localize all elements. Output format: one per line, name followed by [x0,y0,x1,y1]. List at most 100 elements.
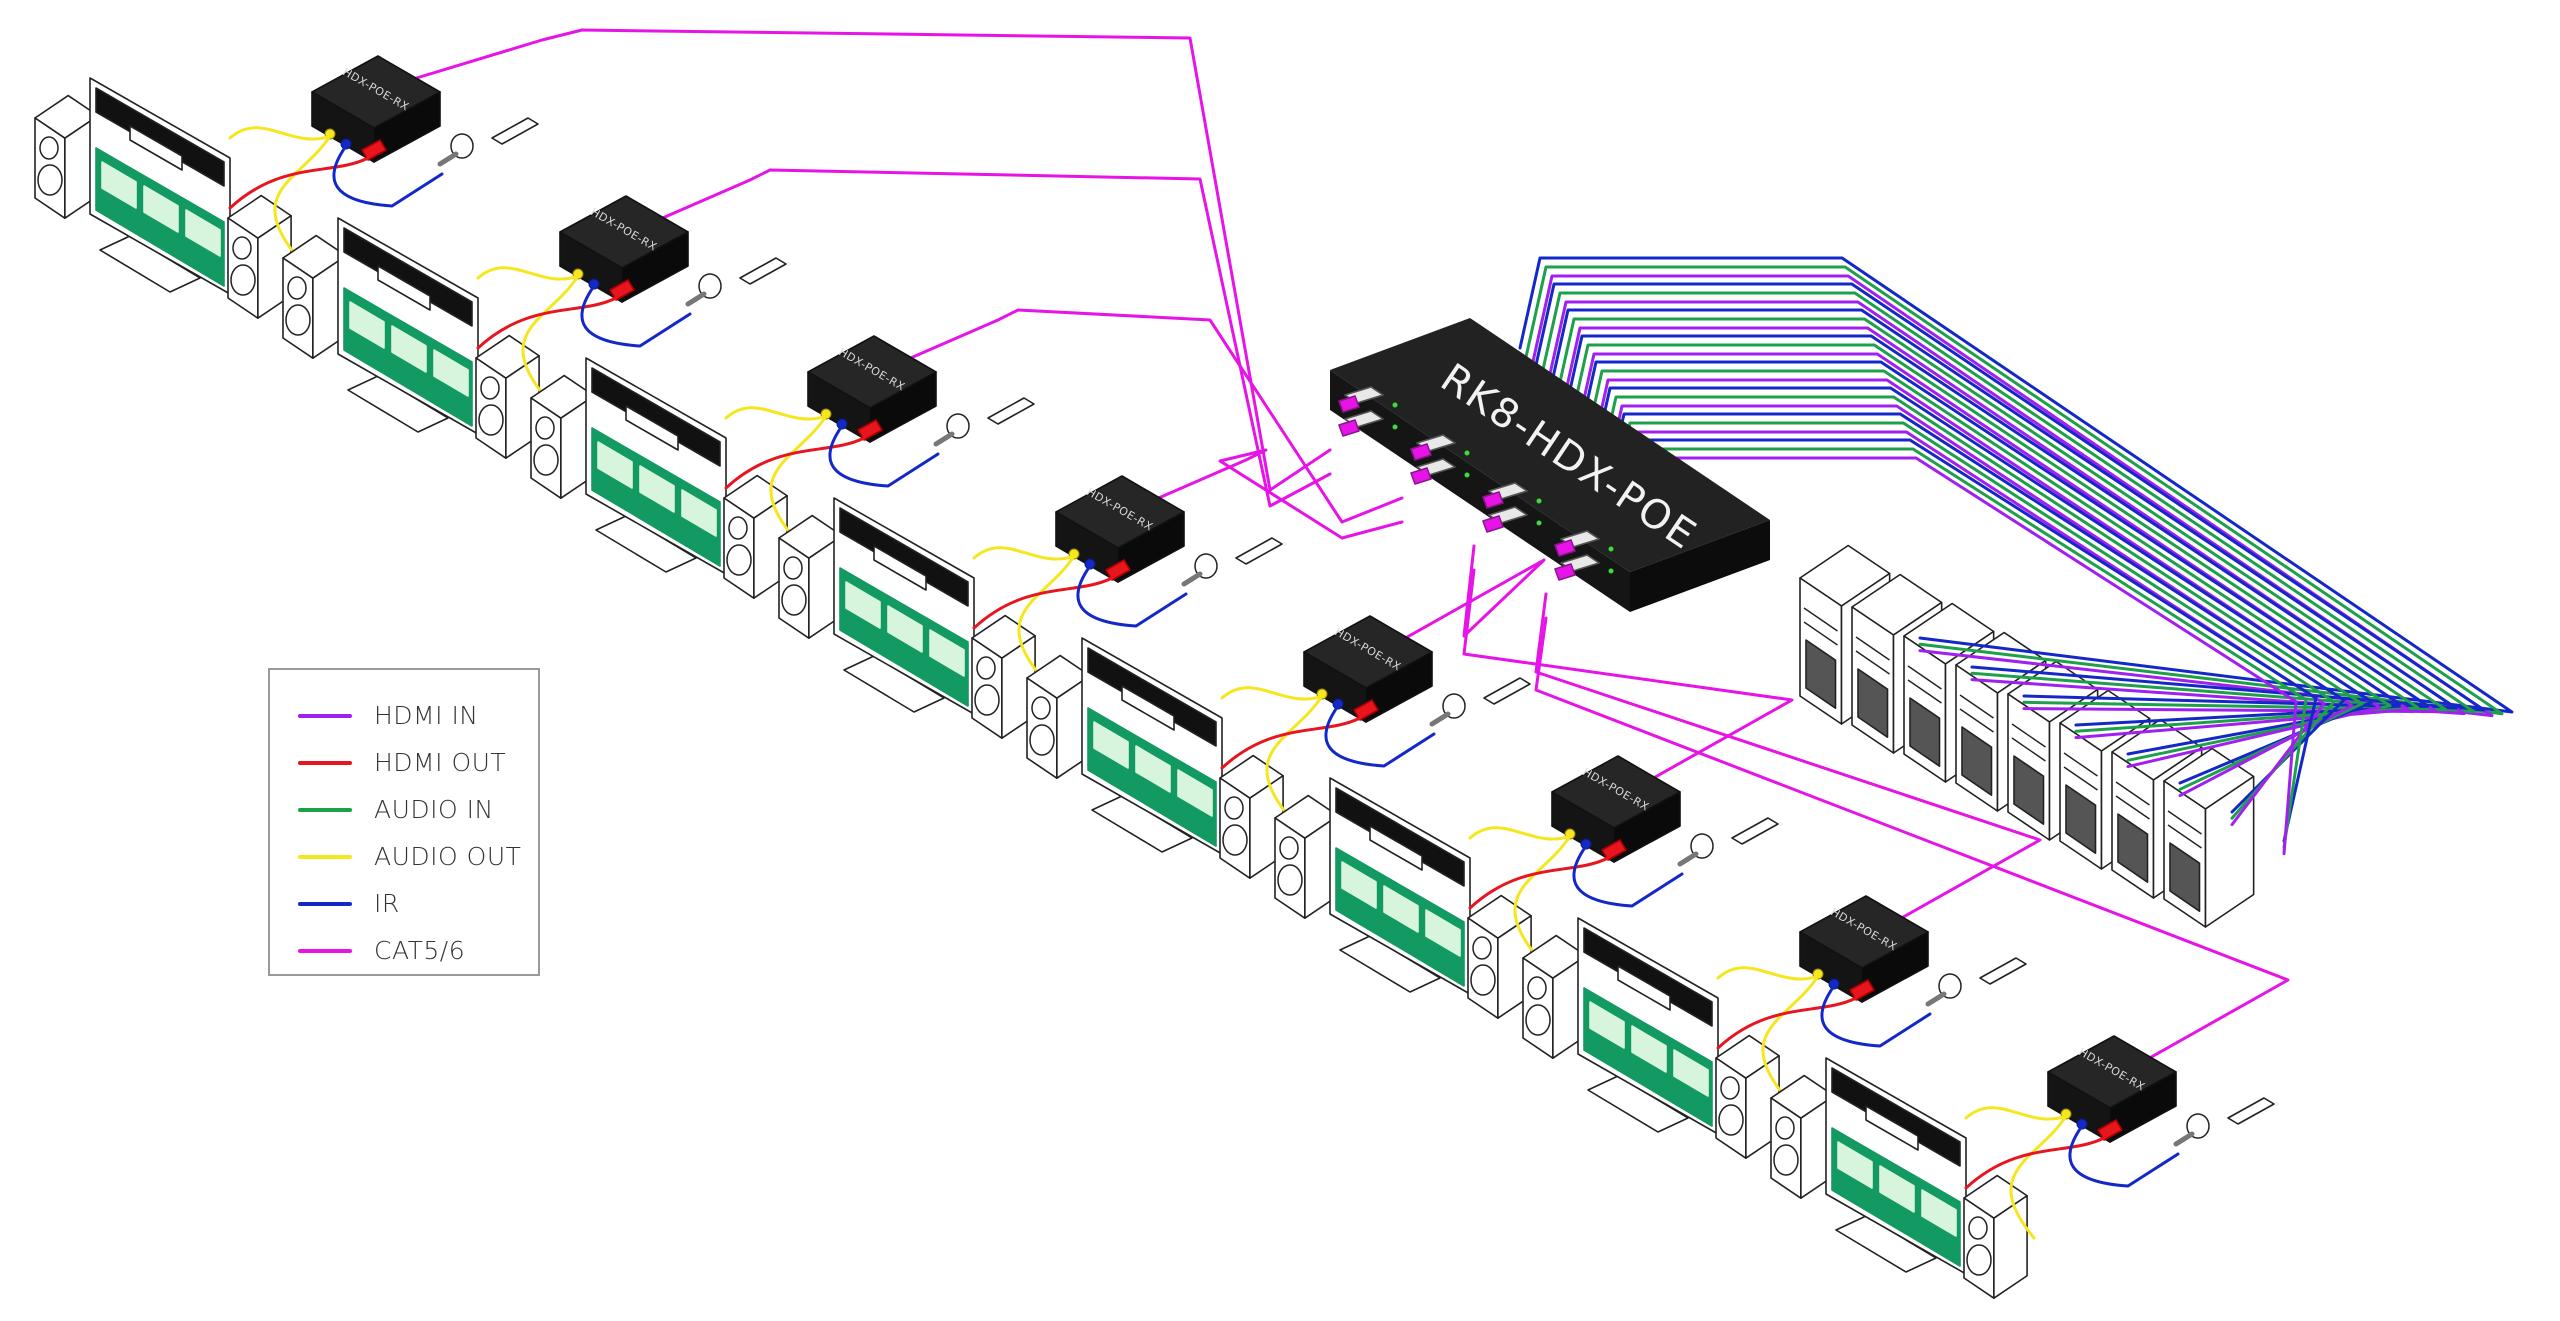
pc-drive-bay [1907,665,1942,690]
pc-vent-grille [1961,726,1993,796]
legend-item-hdmi-out: HDMI OUT [270,739,538,786]
pc-drive-bay [2167,810,2202,835]
ir-cable [1572,844,1684,908]
rj45-plug [1338,419,1360,437]
legend-swatch-audio-in [298,807,352,812]
speaker [778,514,843,639]
pc-drive-bay [1855,636,1890,661]
audio-out-cable [769,414,828,540]
ir-cable [580,284,692,348]
tweeter [287,276,307,300]
audio-out-cable [2009,1114,2068,1240]
source-cable-hdmi-in [1572,352,2410,740]
woofer [533,444,559,476]
monitor [833,497,975,715]
audio-out-cable [1964,1106,2068,1121]
pc-drive-bay [1907,679,1942,704]
screen-header-bar [591,367,721,467]
ir-sensor-neck [437,151,459,167]
legend-swatch-audio-out [298,854,352,859]
remote-control-icon [2227,1097,2275,1125]
screen-logo-box [129,125,183,171]
tweeter [1720,1076,1740,1100]
screen-panel [1879,1165,1915,1213]
rj45-plug [1482,491,1504,509]
audio-out-cable [972,546,1076,561]
screen-header-bar [1335,787,1465,887]
woofer [1470,964,1496,996]
ir-cable [2068,1124,2180,1188]
ir-plug [1580,838,1592,850]
legend-label: HDMI OUT [374,748,507,777]
station-8: HDX-POE-RX [1770,1035,2275,1299]
screen-logo-box [377,265,431,311]
station-4: HDX-POE-RX [778,475,1283,739]
audio-out-cable [724,406,828,421]
ir-plug [836,418,848,430]
audio-out-cable [1220,686,1324,701]
screen-header-bar [1583,927,1713,1027]
speaker [1770,1074,1835,1199]
switch-ports [1338,386,1614,581]
legend-label: AUDIO IN [374,795,494,824]
ir-cable [1076,564,1188,628]
screen-panel [1383,885,1419,933]
monitor [1825,1057,1967,1275]
switch-rk8-hdx-poe: RK8-HDX-POE [1330,318,1770,612]
screen-panel [681,489,717,537]
pc-drive-bay [2011,737,2046,762]
speaker [1963,1174,2028,1299]
monitor [1081,637,1223,855]
cat5-6-cable [1152,448,1404,540]
source-cable-hdmi-in [1558,326,2438,714]
hdmi-out-plug [1353,699,1379,721]
screen-panel [1341,861,1377,909]
tweeter [1472,936,1492,960]
tweeter [1279,836,1299,860]
speaker-side [1993,1194,2028,1299]
cat5-6-cable [904,308,1404,524]
speaker [971,614,1036,739]
tweeter [1224,796,1244,820]
tweeter [480,376,500,400]
pc-vent-grille [1909,697,1941,767]
legend-item-audio-in: AUDIO IN [270,786,538,833]
remote-control-icon [1483,677,1531,705]
screen-panel [929,629,965,677]
source-cable-ir [1518,256,2514,714]
legend-label: CAT5/6 [374,936,466,965]
remote-control-icon [1731,817,1779,845]
speaker [1026,654,1091,779]
pc-vent-grille [2013,755,2045,825]
remote-control-icon [491,117,539,145]
legend-item-audio-out: AUDIO OUT [270,833,538,880]
cat-cables [408,28,2290,1062]
screen-logo-box [1369,825,1423,871]
audio-out-cable [476,266,580,281]
woofer [1966,1244,1992,1276]
woofer [1525,1004,1551,1036]
legend-swatch-hdmi-in [298,713,352,718]
screen-panel [887,605,923,653]
remote-control-icon [739,257,787,285]
audio-out-cable [1761,974,1820,1100]
screen-logo-box [1865,1105,1919,1151]
tweeter [976,656,996,680]
station-5: HDX-POE-RX [1026,615,1531,879]
source-cable-audio-in [1524,265,2504,716]
ir-sensor-neck [1181,571,1203,587]
hdmi-out-cable [1468,856,1610,910]
hdmi-out-plug [1105,559,1131,581]
switch-top [1330,318,1770,572]
pc-drive-bay [1803,607,1838,632]
switch-side [1630,520,1770,612]
ir-cable [332,144,444,208]
woofer [1773,1144,1799,1176]
screen-panel [433,349,469,397]
ir-cable [1324,704,1436,768]
speaker [530,374,595,499]
ir-cable [1820,984,1932,1048]
ir-plug [588,278,600,290]
hdmi-out-cable [1716,996,1858,1050]
ir-plug [2076,1118,2088,1130]
